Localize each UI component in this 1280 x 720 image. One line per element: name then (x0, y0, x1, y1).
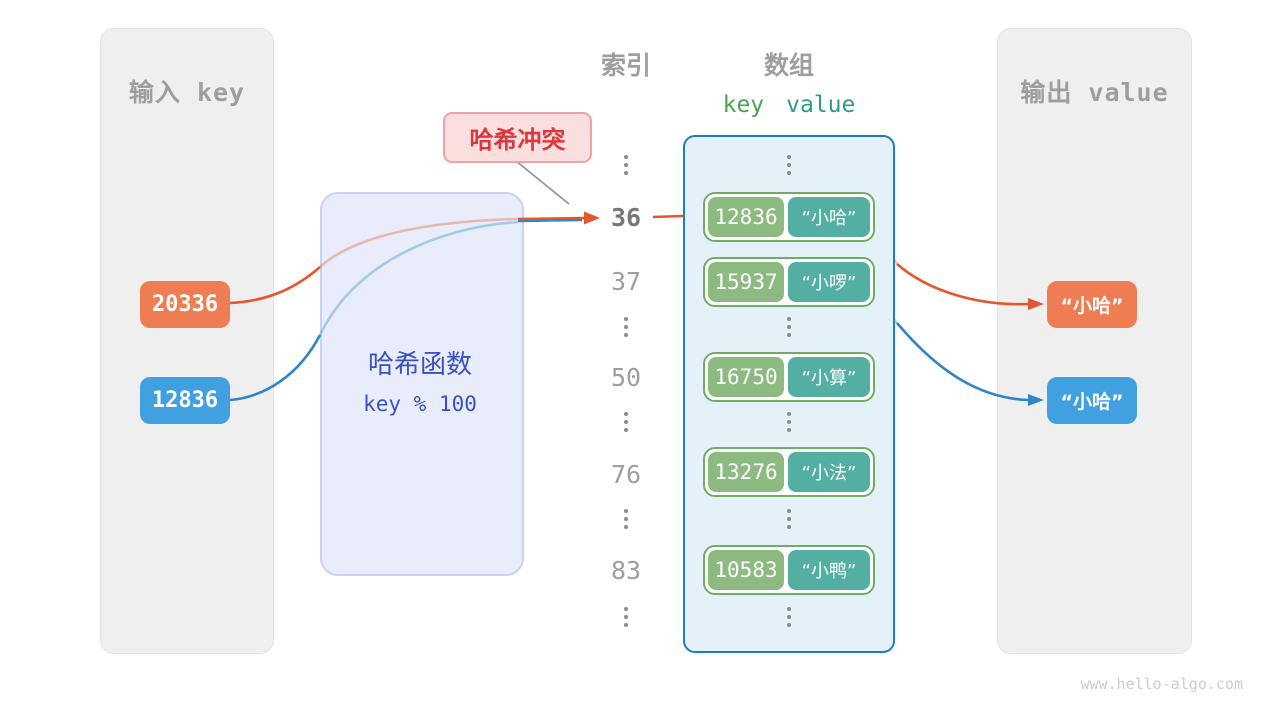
output-value-blue: “小哈” (1047, 377, 1137, 424)
bucket-row: 16750 “小算” (703, 352, 875, 402)
bucket-key: 13276 (708, 452, 784, 492)
bucket-key: 10583 (708, 550, 784, 590)
output-panel-title: 输出 value (1020, 78, 1169, 107)
array-column-title: 数组 (763, 51, 814, 80)
website-watermark: www.hello-algo.com (1080, 675, 1243, 693)
output-value-orange: “小哈” (1047, 281, 1137, 328)
input-key-12836: 12836 (140, 377, 230, 424)
index-36: 36 (610, 203, 642, 232)
index-83: 83 (610, 556, 642, 585)
index-ellipsis (596, 412, 656, 432)
input-key-20336: 20336 (140, 281, 230, 328)
index-column-title: 索引 (600, 51, 651, 80)
bucket-row: 15937 “小啰” (703, 257, 875, 307)
hash-function-name: 哈希函数 (367, 350, 472, 380)
input-panel: 输入 key (100, 28, 274, 654)
bucket-key: 12836 (708, 197, 784, 237)
key-value-header: key value (683, 92, 895, 118)
arrow-to-index-36 (517, 216, 585, 221)
collision-pointer-line (515, 160, 570, 205)
bucket-row: 10583 “小鸭” (703, 545, 875, 595)
hash-function-box (320, 192, 524, 576)
hash-function-formula: key % 100 (363, 392, 477, 416)
value-header-label: value (786, 92, 856, 118)
input-panel-title: 输入 key (128, 78, 246, 107)
bucket-key: 15937 (708, 262, 784, 302)
bucket-key: 16750 (708, 357, 784, 397)
bucket-value: “小哈” (788, 197, 870, 237)
bucket-value: “小鸭” (788, 550, 870, 590)
bucket-value: “小算” (788, 357, 870, 397)
bucket-row: 13276 “小法” (703, 447, 875, 497)
index-76: 76 (610, 460, 642, 489)
bucket-value: “小法” (788, 452, 870, 492)
index-ellipsis (596, 607, 656, 627)
array-ellipsis (759, 509, 819, 529)
output-panel: 输出 value (997, 28, 1192, 654)
array-ellipsis (759, 317, 819, 337)
array-ellipsis (759, 412, 819, 432)
bucket-value: “小啰” (788, 262, 870, 302)
index-ellipsis (596, 155, 656, 175)
hash-collision-badge: 哈希冲突 (443, 112, 592, 163)
index-50: 50 (610, 363, 642, 392)
array-ellipsis (759, 607, 819, 627)
bucket-row: 12836 “小哈” (703, 192, 875, 242)
index-37: 37 (610, 267, 642, 296)
index-ellipsis (596, 509, 656, 529)
key-header-label: key (722, 92, 765, 118)
index-ellipsis (596, 317, 656, 337)
array-ellipsis (759, 155, 819, 175)
